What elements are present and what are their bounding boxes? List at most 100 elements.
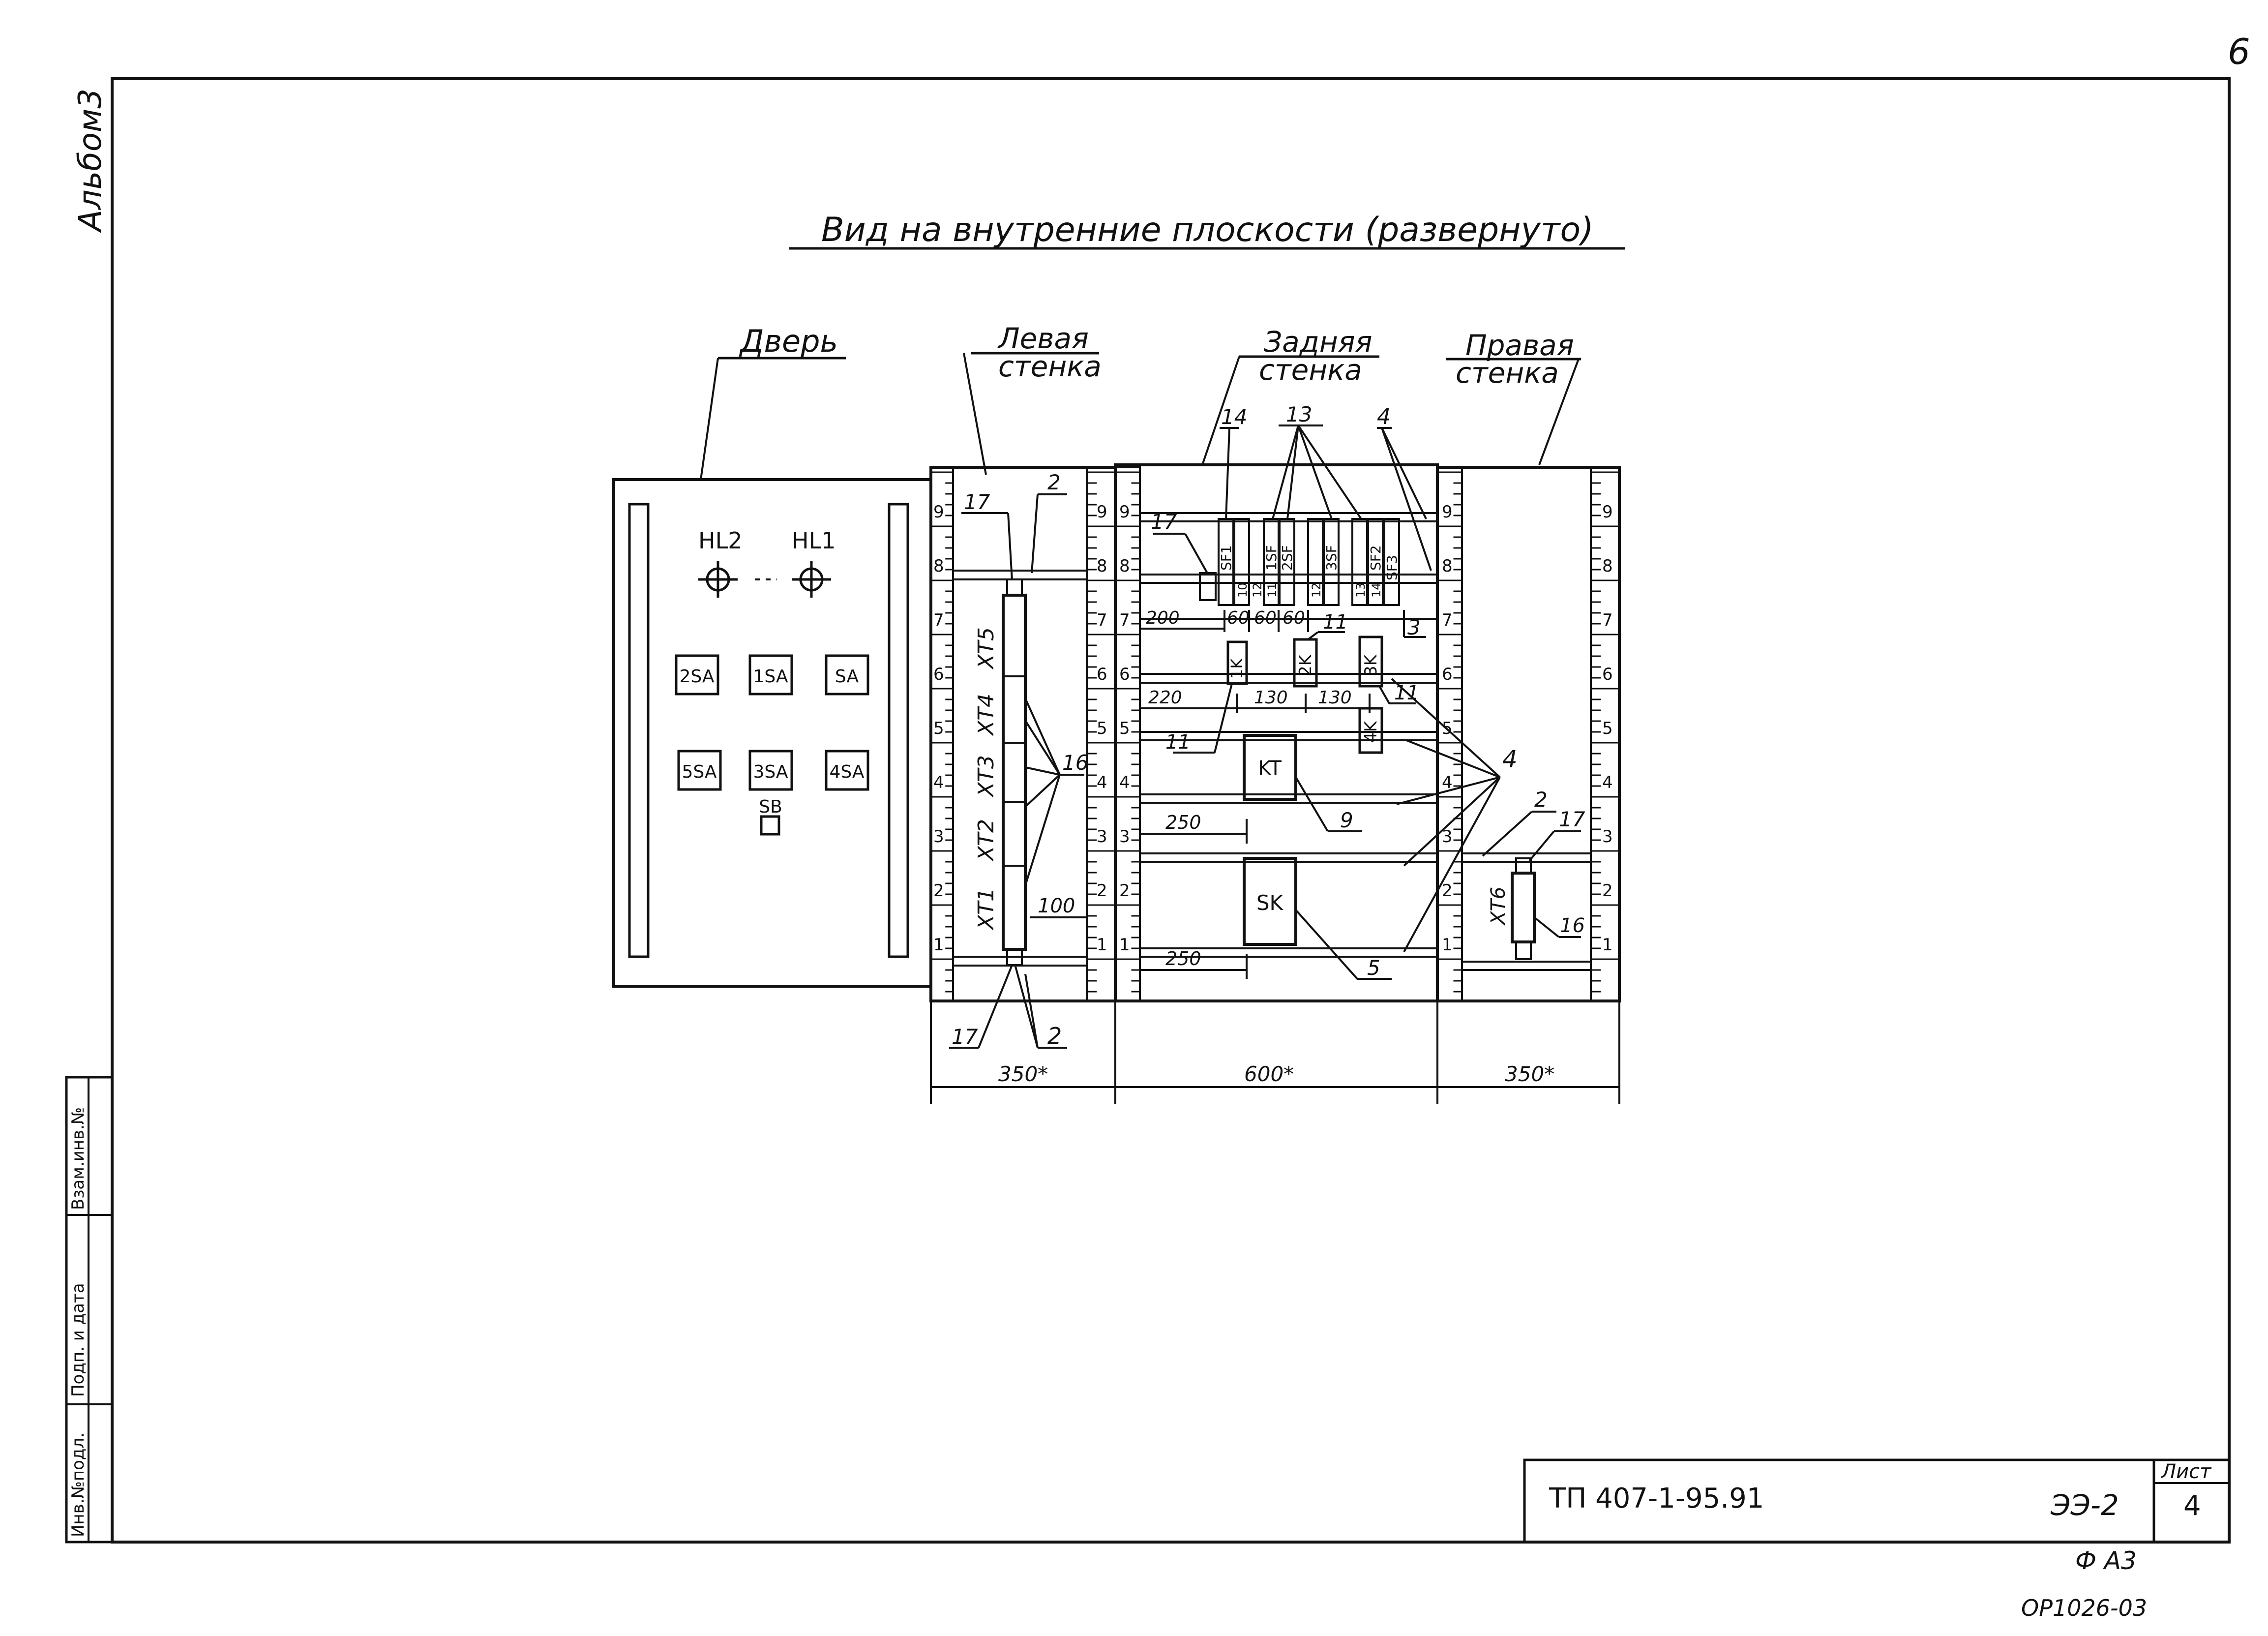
scale-1: 1	[1602, 935, 1613, 955]
switch-row-2: 5SA 3SA 4SA	[677, 750, 869, 791]
scale-8: 8	[1097, 556, 1107, 576]
button-sb-label: SB	[759, 797, 782, 817]
callout-13: 13	[1286, 402, 1312, 426]
scale-7: 7	[1602, 610, 1613, 630]
scale-6: 6	[1602, 665, 1613, 684]
din-rails	[953, 512, 1591, 971]
dim-100: 100	[1038, 895, 1075, 917]
title-block: ТП 407-1-95.91 ЭЭ-2 Лист 4	[1549, 1460, 2212, 1522]
lamp-label-hl1: HL1	[792, 527, 836, 554]
heading-back-wall-2: стенка	[1259, 353, 1362, 387]
dim-220: 220	[1148, 688, 1182, 708]
callout-17-right: 17	[1559, 807, 1585, 831]
overall-dim-text: 350* 600* 350*	[998, 1062, 1554, 1086]
stamp-podp-data: Подп. и дата	[68, 1283, 88, 1397]
terminal-xt5-label: XT5	[974, 627, 999, 670]
heading-left-wall-2: стенка	[998, 350, 1102, 383]
breaker-sf3-label: SF3	[1384, 555, 1400, 580]
back-wall-dim-text: 200 60 60 60 220 130 130 250 250	[1146, 608, 1352, 969]
left-wall-callouts: 17 2 16 100 17 2	[952, 470, 1088, 1049]
scale-9: 9	[1602, 502, 1613, 522]
rail-scale-back-left: 1 2 3 4 5 6 7 8 9	[1119, 502, 1130, 955]
scale-9: 9	[1119, 502, 1130, 522]
callout-9: 9	[1340, 808, 1353, 832]
back-wall-relays: 1K 2K 3K 4K KT SK	[1226, 636, 1383, 946]
breaker-2sf-label: 2SF	[1279, 545, 1295, 571]
scale-7: 7	[1442, 610, 1453, 630]
scale-5: 5	[1097, 719, 1107, 738]
door-panel: HL2 HL1 2SA 1SA SA 5SA 3SA 4SA	[612, 478, 932, 988]
rail-scale-right-outer: 1 2 3 4 5 6 7 8 9	[1602, 502, 1613, 955]
switch-row-1: 2SA 1SA SA	[675, 654, 869, 696]
callout-16-left: 16	[1062, 751, 1088, 775]
breaker-mark-12b: 12	[1310, 582, 1323, 598]
callout-2-top: 2	[1047, 470, 1061, 494]
scale-1: 1	[1119, 935, 1130, 955]
heading-door: Дверь	[739, 323, 838, 359]
scale-8: 8	[1119, 556, 1130, 576]
callout-2-bottom: 2	[1047, 1023, 1062, 1049]
timer-kt-label: KT	[1258, 757, 1282, 780]
side-stamp: Инв.№подл. Подп. и дата Взам.инв.№	[68, 1107, 88, 1537]
doc-number: ТП 407-1-95.91	[1549, 1483, 1764, 1515]
breaker-mark-13: 13	[1354, 582, 1368, 598]
terminal-xt1-label: XT1	[974, 888, 999, 931]
scale-5: 5	[1119, 719, 1130, 738]
ruler-ticks	[931, 471, 1619, 993]
switch-sa-label: SA	[835, 667, 859, 687]
sheet-frame	[65, 77, 2231, 1544]
scale-8: 8	[1442, 556, 1453, 576]
terminal-xt4-label: XT4	[974, 694, 999, 736]
scale-2: 2	[1097, 881, 1107, 901]
scale-4: 4	[1097, 773, 1107, 792]
format-label: Ф А3	[2075, 1546, 2137, 1575]
lamp-hl2-icon	[698, 561, 738, 598]
relay-1k-label: 1K	[1227, 658, 1246, 679]
scale-9: 9	[1097, 502, 1107, 522]
breaker-mark-10: 10	[1236, 582, 1250, 598]
breaker-1sf-label: 1SF	[1263, 545, 1280, 571]
left-wall-leaders	[949, 493, 1087, 1049]
archive-code: ОР1026-03	[2021, 1595, 2147, 1621]
sheet-number: 4	[2183, 1490, 2201, 1522]
scale-2: 2	[1442, 881, 1453, 901]
album-label: Альбом3	[72, 89, 109, 233]
scale-1: 1	[1442, 935, 1453, 955]
callout-2-right: 2	[1534, 788, 1548, 812]
switch-2sa-label: 2SA	[679, 667, 714, 687]
rail-scale-numbers: 1 2 3 4 5 6 7 8 9 1 2 3 4 5 6 7 8 9 1 2 …	[933, 502, 1613, 955]
back-wall-dimensions	[1140, 610, 1371, 979]
terminal-xt2-label: XT2	[974, 819, 999, 862]
terminal-xt6-label: XT6	[1487, 887, 1510, 926]
scale-3: 3	[1602, 827, 1613, 847]
dim-250-b: 250	[1165, 948, 1201, 969]
scale-8: 8	[1602, 556, 1613, 576]
rail-scale-left-outer: 1 2 3 4 5 6 7 8 9	[933, 502, 944, 955]
scale-6: 6	[1119, 665, 1130, 684]
right-wall-leaders	[1391, 678, 1581, 952]
scale-2: 2	[1602, 881, 1613, 901]
relay-4k-label: 4K	[1361, 720, 1381, 743]
scale-4: 4	[933, 773, 944, 792]
back-wall-breakers: SF1 1SF 2SF 3SF SF2 SF3 10 12 11 12 13 1…	[1199, 518, 1400, 606]
scale-3: 3	[1097, 827, 1107, 847]
scale-7: 7	[1119, 610, 1130, 630]
scale-1: 1	[933, 935, 944, 955]
relay-3k-label: 3K	[1361, 654, 1381, 676]
switch-5sa-label: 5SA	[682, 762, 716, 782]
dim-left-width: 350*	[998, 1062, 1048, 1086]
scale-9: 9	[933, 502, 944, 522]
overall-dimensions	[930, 1001, 1620, 1104]
callout-14: 14	[1221, 405, 1247, 429]
heading-right-wall-2: стенка	[1456, 356, 1559, 390]
dim-60-b: 60	[1254, 608, 1277, 628]
callout-4-top: 4	[1377, 404, 1391, 429]
heading-left-wall-1: Левая	[997, 322, 1089, 355]
scale-1: 1	[1097, 935, 1107, 955]
switch-1sa-label: 1SA	[753, 667, 788, 687]
scale-2: 2	[1119, 881, 1130, 901]
dim-130-a: 130	[1254, 688, 1288, 708]
heading-right-wall-1: Правая	[1465, 329, 1574, 362]
lamp-hl1-icon	[792, 561, 831, 598]
